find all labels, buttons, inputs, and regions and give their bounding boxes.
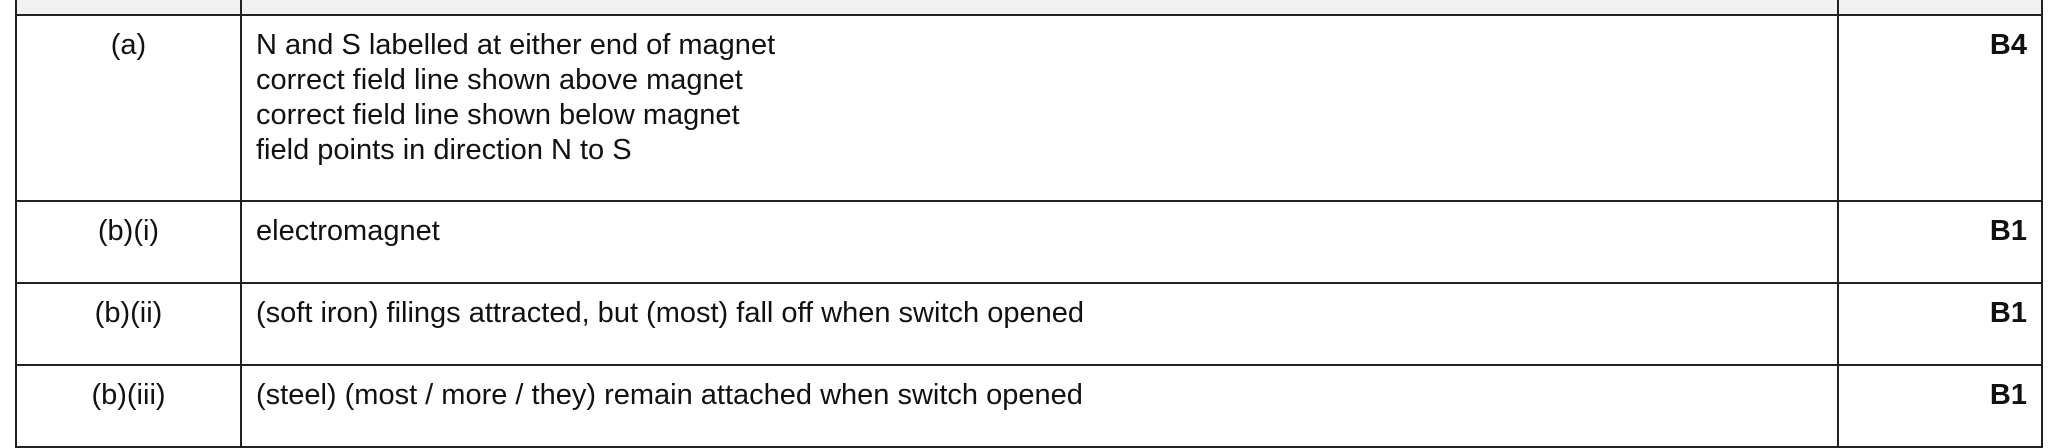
header-cell-question	[15, 0, 242, 16]
marks-value: B4	[1837, 14, 2043, 202]
answer-cell: (steel) (most / more / they) remain atta…	[240, 364, 1839, 448]
answer-cell: electromagnet	[240, 200, 1839, 284]
answer-line: electromagnet	[256, 215, 440, 247]
marks-value: B1	[1837, 282, 2043, 366]
answer-line: (steel) (most / more / they) remain atta…	[256, 379, 1083, 411]
question-number: (b)(ii)	[15, 282, 242, 366]
table-row: (b)(i) electromagnet B1	[15, 200, 2043, 284]
marks-value: B1	[1837, 364, 2043, 448]
answer-line: (soft iron) filings attracted, but (most…	[256, 297, 1084, 329]
table-row: (b)(ii) (soft iron) filings attracted, b…	[15, 282, 2043, 366]
marks-value: B1	[1837, 200, 2043, 284]
header-cell-marks	[1837, 0, 2043, 16]
mark-scheme-table: (a) N and S labelled at either end of ma…	[15, 0, 2043, 448]
question-number: (a)	[15, 14, 242, 202]
answer-line: correct field line shown below magnet	[256, 99, 740, 131]
answer-line: N and S labelled at either end of magnet	[256, 29, 776, 61]
table-row: (b)(iii) (steel) (most / more / they) re…	[15, 364, 2043, 448]
question-number: (b)(iii)	[15, 364, 242, 448]
question-number: (b)(i)	[15, 200, 242, 284]
answer-cell: (soft iron) filings attracted, but (most…	[240, 282, 1839, 366]
table-row: (a) N and S labelled at either end of ma…	[15, 14, 2043, 202]
header-cell-answer	[240, 0, 1839, 16]
answer-cell: N and S labelled at either end of magnet…	[240, 14, 1839, 202]
answer-line: field points in direction N to S	[256, 134, 632, 166]
answer-line: correct field line shown above magnet	[256, 64, 743, 96]
table-header-row	[15, 0, 2043, 16]
